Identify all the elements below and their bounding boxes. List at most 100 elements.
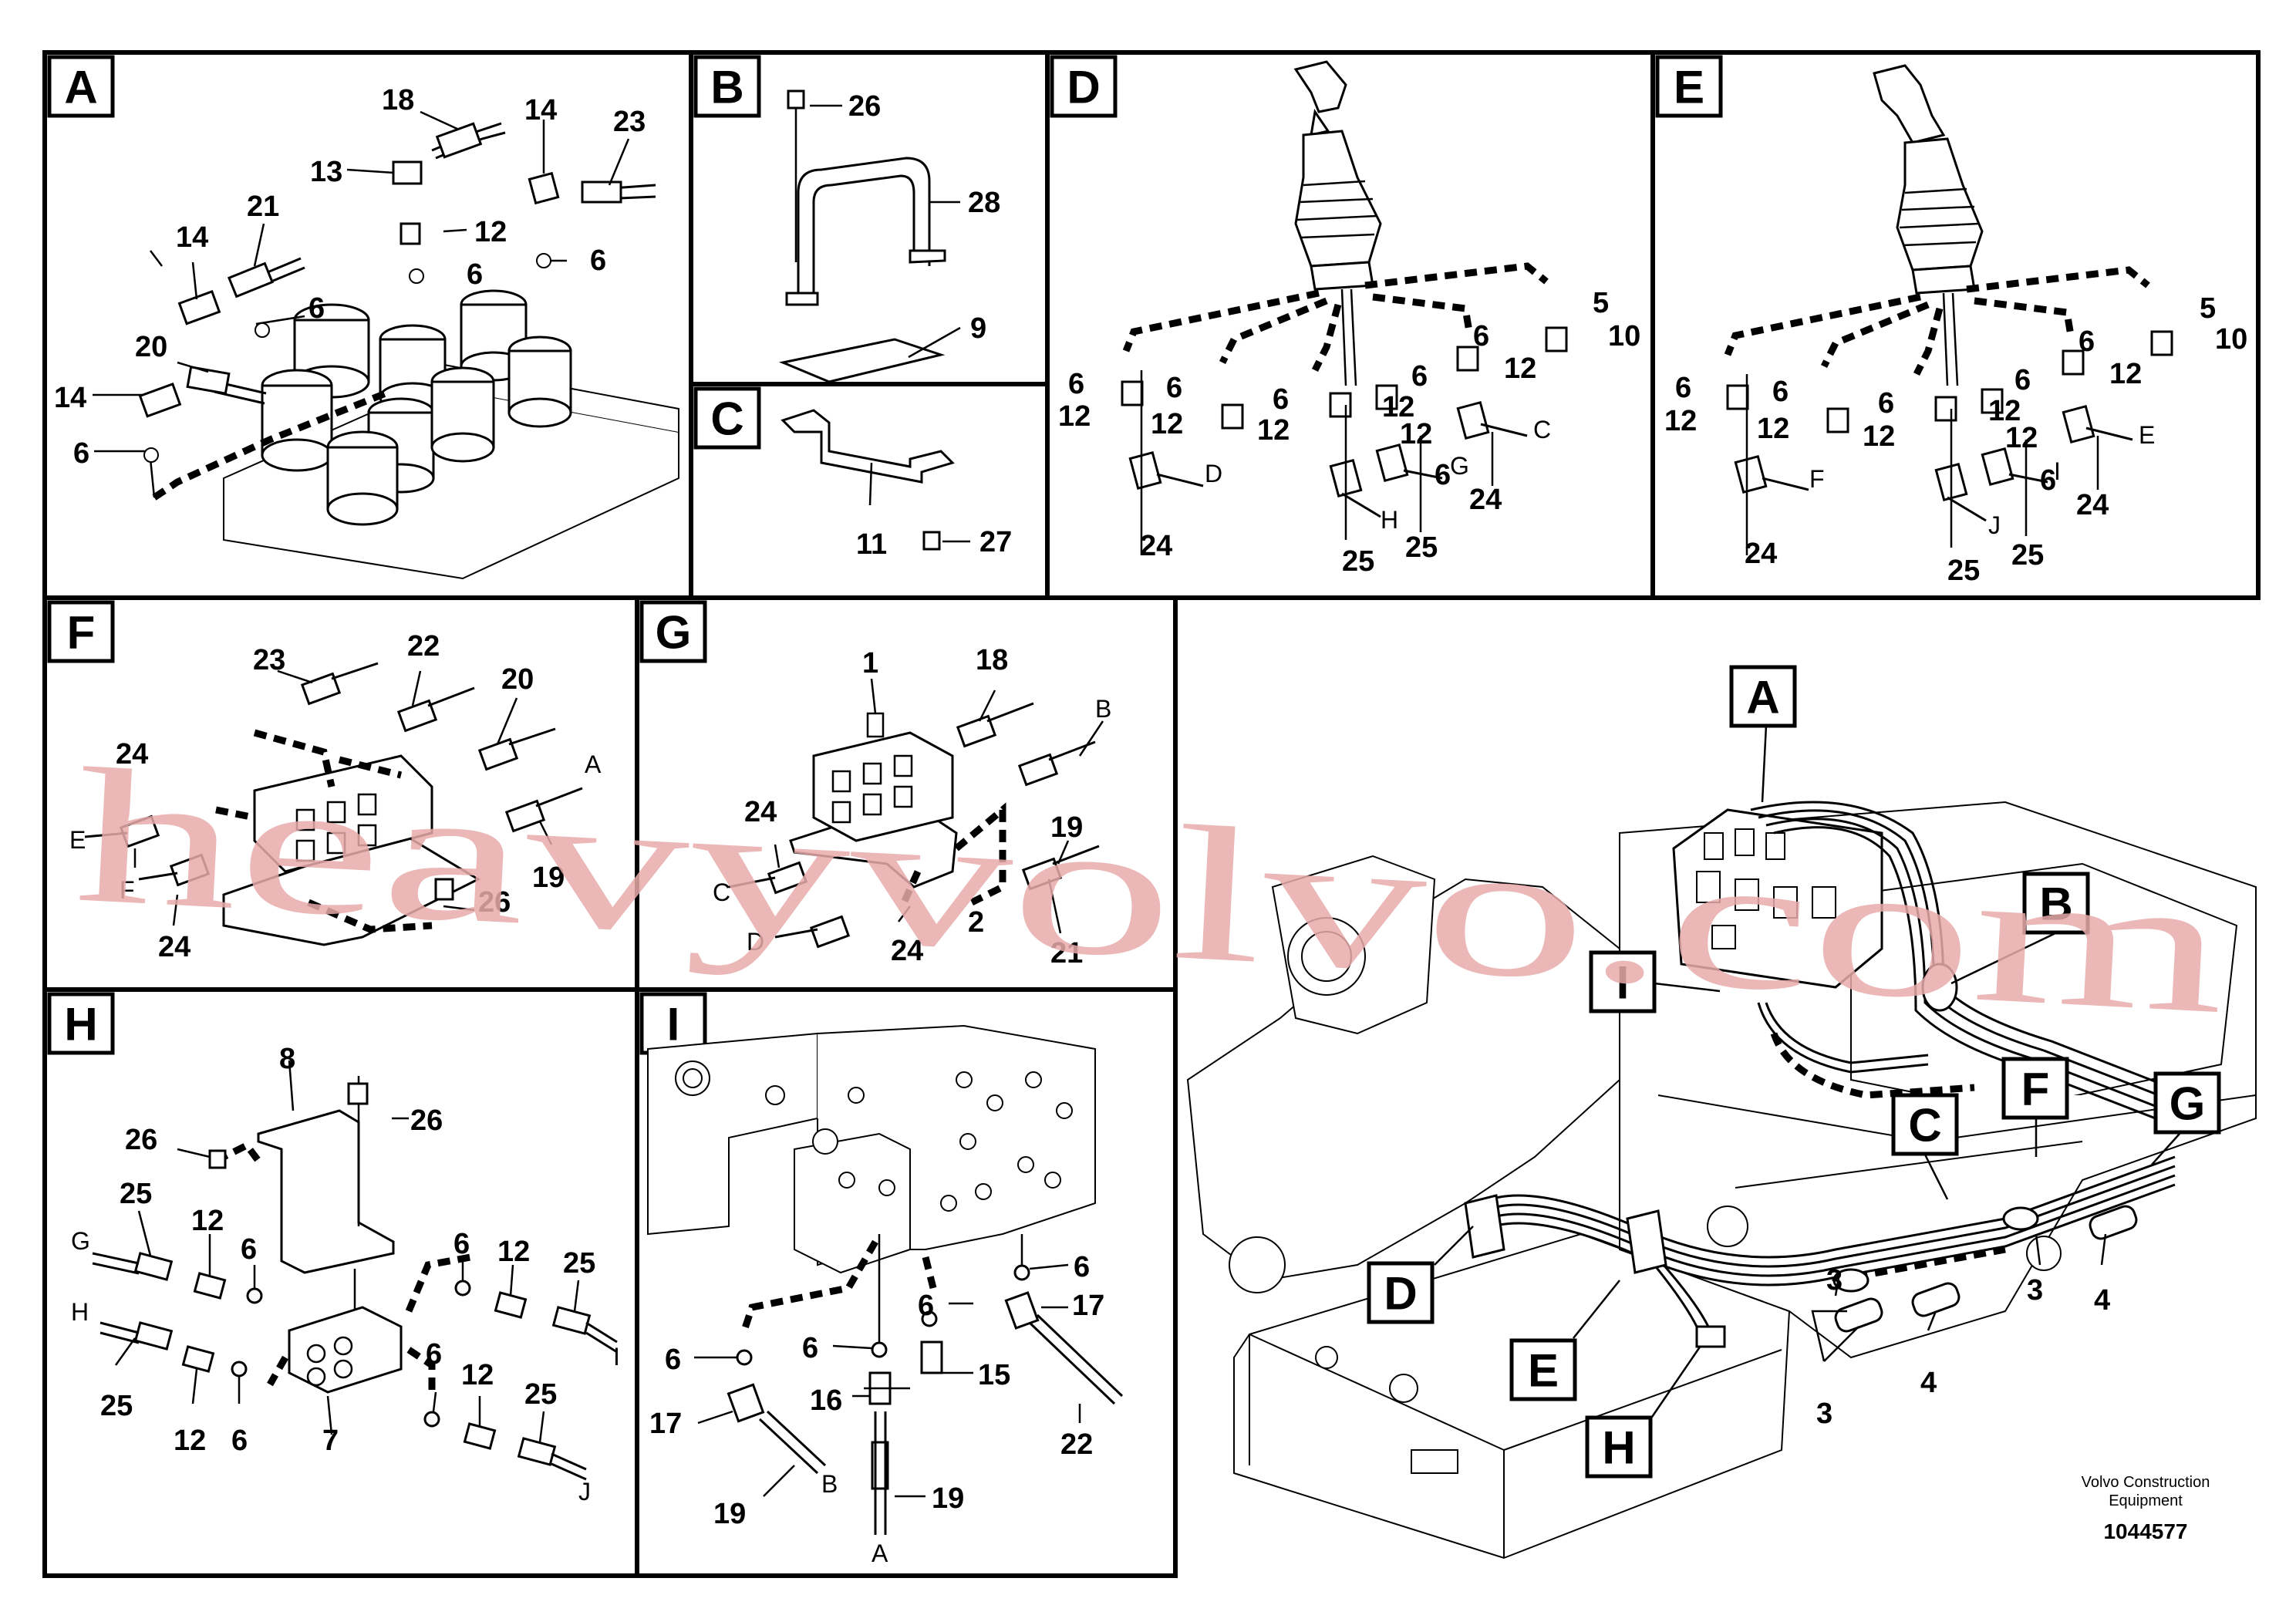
panel-a-callouts: 18 14 23 13 12 21 14 6 6 6 20 14 6 [54,84,646,470]
watermark: heavyvolvo.com [71,729,2231,1055]
callout: 21 [247,191,279,223]
panel-badge-e: E [1655,55,1723,118]
callout: 24 [744,796,777,828]
callout: 22 [1060,1428,1093,1461]
callout: 4 [2094,1284,2110,1317]
callout: 6 [308,292,325,325]
callout: 12 [1382,391,1414,423]
callout: 12 [1757,413,1789,445]
callout: 24 [891,935,923,967]
callout: 6 [467,258,483,291]
callout: E [69,826,86,854]
callout: A [585,750,602,778]
overview-numbers: 3 3 4 3 4 3 [1816,1264,2110,1430]
callout: 25 [1947,555,1980,587]
callout: 4 [1920,1367,1937,1399]
callout: 6 [1878,387,1894,420]
overview-badge-f: F [2021,1064,2050,1115]
callout: 8 [279,1043,295,1075]
callout: 17 [1072,1290,1104,1322]
callout: A [872,1539,888,1567]
callout: 5 [2200,292,2216,325]
callout: 5 [1593,287,1609,319]
callout: 24 [116,738,148,771]
callout: H [1381,506,1398,534]
panel-b-callouts: 26 28 9 [848,90,1000,345]
callout: G [71,1227,90,1255]
panel-badge-c: C [693,386,761,450]
callout: 3 [1816,1398,1832,1430]
callout: 26 [410,1104,443,1137]
callout: 7 [322,1425,339,1457]
badge-e-label: E [1674,62,1704,113]
overview-badges: A B I C F G D E H [1367,665,2221,1479]
callout: 21 [1050,937,1083,969]
company-name-line2: Equipment [2109,1492,2183,1509]
callout: 1 [862,647,878,679]
callout: 10 [2215,323,2247,356]
overview-badge-e: E [1528,1345,1559,1397]
panel-d-drawing [1121,60,1568,555]
panel-badge-f: F [47,600,115,663]
callout: 12 [174,1425,206,1457]
callout: 26 [848,90,881,123]
panel-a-drawing [93,110,679,580]
callout-6: 6 [426,1338,442,1371]
callout: H [71,1298,89,1326]
callout: 12 [497,1236,530,1268]
overview-badge-h: H [1602,1422,1635,1474]
callout: J [578,1478,591,1506]
callout: 23 [253,644,285,676]
panel-i-drawing [647,1024,1124,1535]
callout: 15 [978,1359,1010,1391]
callout: 6 [1473,320,1489,352]
callout: 24 [1140,530,1172,562]
callout: 6 [1074,1251,1090,1283]
callout: 6 [1166,372,1182,404]
callout: 22 [407,630,440,663]
callout: 25 [1342,545,1374,578]
callout: 24 [158,931,190,963]
callout: 3 [1826,1264,1843,1297]
callout: 12 [1504,352,1536,385]
callout: 12 [1664,405,1697,437]
callout: 27 [979,526,1012,558]
callout-12: 12 [461,1359,494,1391]
callout: 12 [1058,400,1091,433]
callout: 19 [932,1482,964,1515]
overview-badge-g: G [2170,1078,2206,1130]
overview-badge-b: B [2039,878,2072,930]
badge-b-label: B [710,62,743,113]
callout: 26 [125,1124,157,1156]
callout: 6 [1068,368,1084,400]
callout: 25 [100,1390,133,1422]
panel-badge-a: A [47,55,115,118]
callout: 16 [810,1384,842,1417]
footer: Volvo Construction Equipment 1044577 [2082,1474,2210,1543]
panel-h-callouts: 8 26 26 25 12 6 6 12 25 G H 25 12 6 7 6 … [71,1043,620,1506]
callout: 25 [120,1178,152,1210]
callout: 12 [2109,358,2142,390]
callout: 6 [73,437,89,470]
panel-frames [42,50,2261,1578]
callout: 6 [2014,364,2031,396]
callout: 6 [2040,464,2056,497]
callout: C [1533,416,1551,443]
callout: 24 [1745,538,1777,570]
callout: G [1450,452,1469,480]
callout: 6 [241,1233,257,1266]
panel-badge-b: B [693,55,761,118]
callout: 23 [613,106,646,138]
panel-c-drawing [781,409,970,551]
callout: F [1809,465,1825,493]
callout: 18 [976,644,1008,676]
callout: 24 [2076,489,2109,521]
callout: 12 [1863,420,1895,453]
panel-e-callouts: 6 12 6 12 6 12 6 12 6 12 5 10 6 12 24 24… [1664,292,2247,587]
callout: 19 [532,862,565,894]
panel-h-extra-callouts: 6 12 25 [426,1338,557,1411]
badge-d-label: D [1067,62,1100,113]
panel-i-callouts: 6 6 17 6 15 6 17 16 22 19 19 B A [649,1251,1104,1567]
panel-badge-g: G [639,600,707,663]
callout: 12 [1400,418,1432,450]
